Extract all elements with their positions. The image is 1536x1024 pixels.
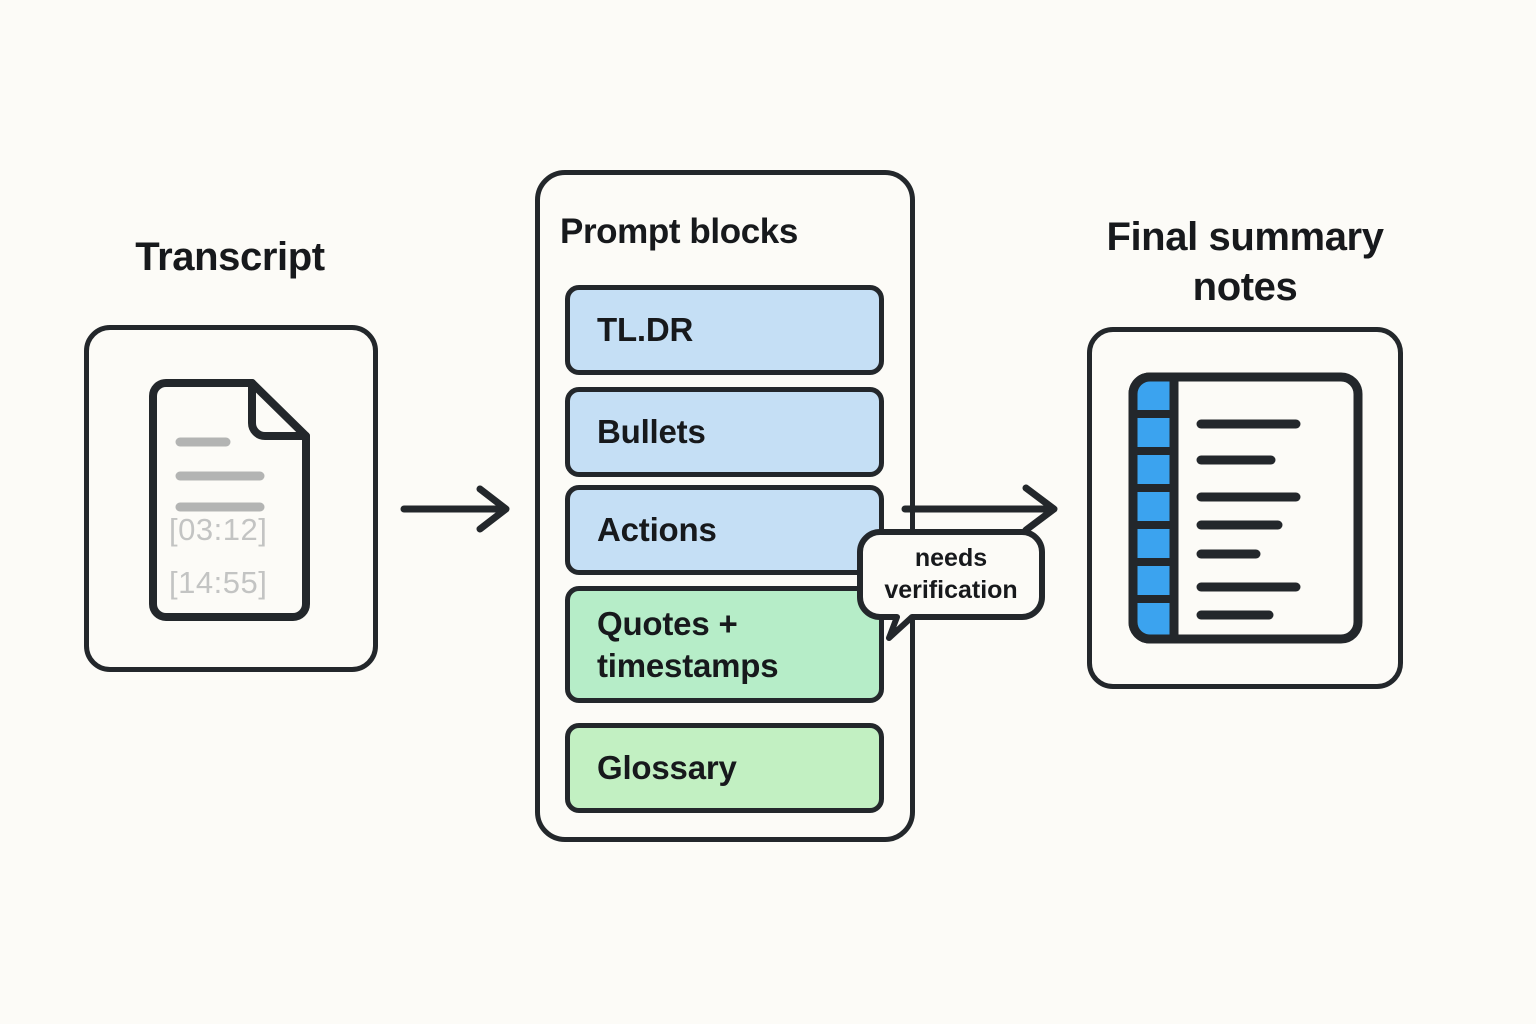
transcript-timestamp: [14:55] [169, 565, 268, 600]
document-page-icon [148, 378, 311, 622]
transcript-timestamp: [03:12] [169, 512, 268, 547]
needs-verification-callout[interactable]: needs verification [856, 528, 1048, 642]
prompt-block-label: Bullets [597, 413, 706, 450]
arrow-prompt-to-notes [900, 482, 1070, 536]
prompt-block-quotes-timestamps[interactable]: Quotes + timestamps [565, 586, 884, 703]
prompt-block-tldr[interactable]: TL.DR [565, 285, 884, 375]
prompt-blocks-title: Prompt blocks [560, 212, 798, 251]
arrow-transcript-to-prompt [398, 484, 518, 534]
prompt-block-label: TL.DR [597, 311, 694, 348]
notebook-lined-page-icon [1128, 372, 1363, 644]
prompt-block-bullets[interactable]: Bullets [565, 387, 884, 477]
transcript-title: Transcript [135, 235, 325, 279]
prompt-block-label: Glossary [597, 749, 737, 786]
prompt-block-actions[interactable]: Actions [565, 485, 884, 575]
prompt-block-glossary[interactable]: Glossary [565, 723, 884, 813]
prompt-block-label: Actions [597, 511, 717, 548]
prompt-block-label: Quotes + timestamps [597, 604, 779, 684]
final-notes-title: Final summary notes [1106, 215, 1384, 309]
